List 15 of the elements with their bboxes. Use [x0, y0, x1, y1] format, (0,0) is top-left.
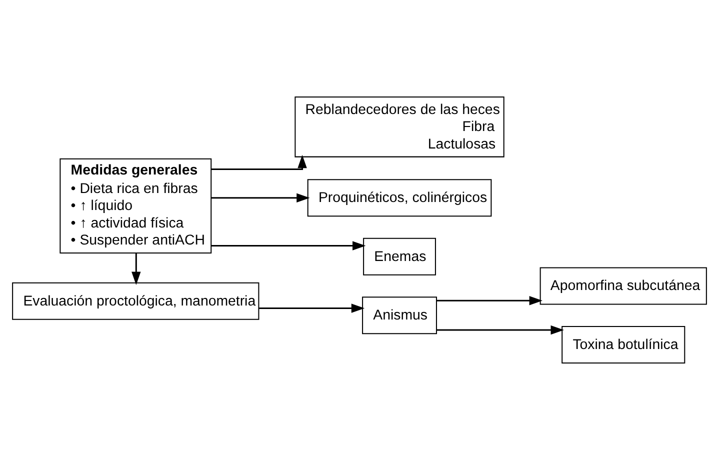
arrow	[436, 296, 542, 306]
arrow	[211, 241, 366, 250]
arrow	[132, 253, 141, 285]
node-box: Apomorfina subcutánea	[540, 267, 707, 305]
node-box: Reblandecedores de las heces Fibra Lactulosas	[294, 96, 504, 158]
arrow	[211, 193, 310, 202]
node-box: Anismus	[362, 296, 437, 334]
node-box: Medidas generales • Dieta rica en fibras • ↑ líquido • ↑ actividad física • Suspender antiACH	[60, 158, 212, 254]
node-box: Toxina botulínica	[562, 326, 686, 364]
node-box: Evaluación proctológica, manometria	[12, 282, 260, 320]
arrow	[436, 325, 564, 335]
node-box: Proquinéticos, colinérgicos	[307, 179, 492, 217]
arrow	[259, 304, 365, 313]
arrow	[211, 154, 307, 170]
node-box: Enemas	[363, 238, 436, 276]
